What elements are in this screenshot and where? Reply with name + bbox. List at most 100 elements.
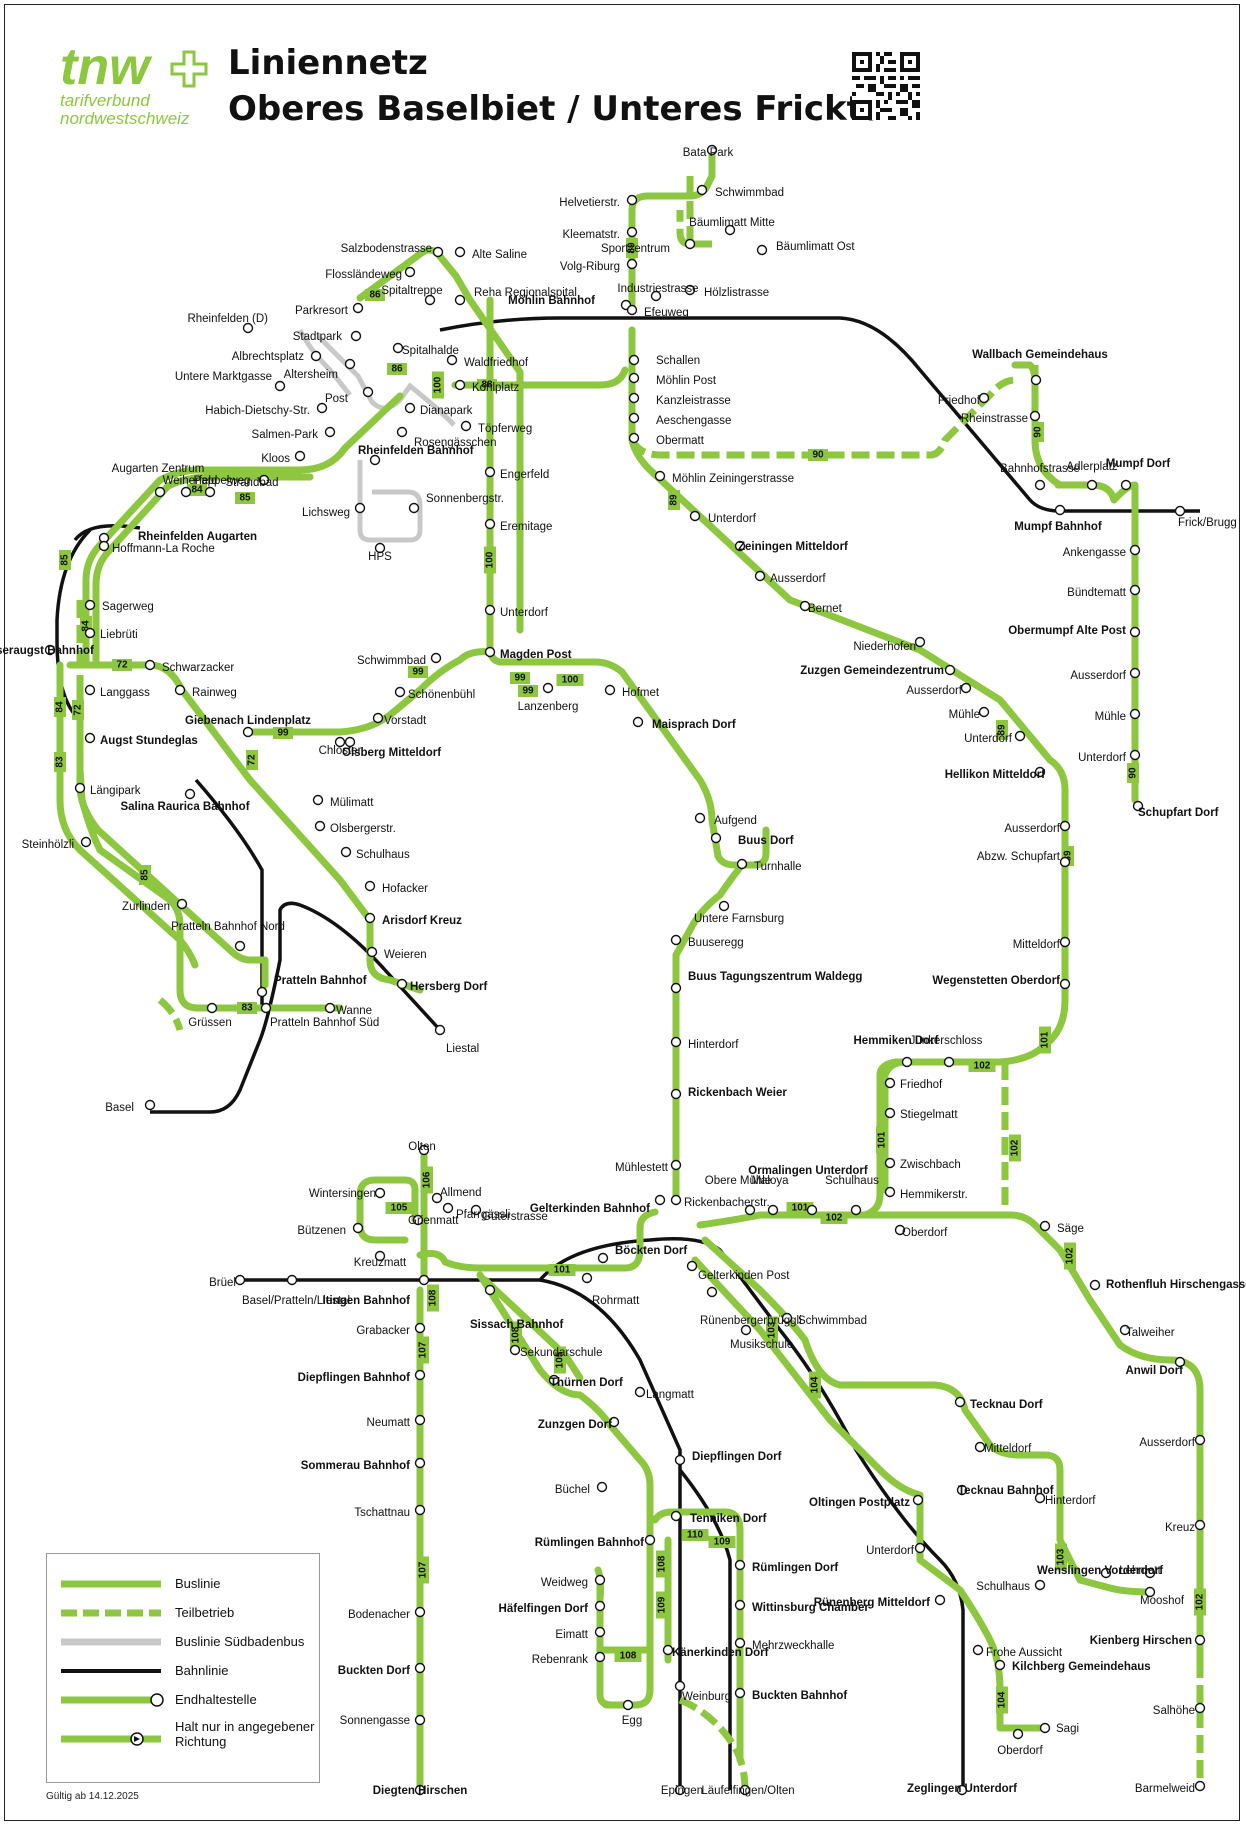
stop-label: Wittinsburg Chamber [752,1602,869,1614]
stop-label: Unterdorf [866,1545,915,1557]
stop-label: Lehmatt [1119,1565,1161,1577]
stop-label: Büchel [555,1484,590,1496]
stop-label: Wintersingen [309,1188,376,1200]
stop-label: Adlerplatz [1066,461,1117,473]
stop-marker [944,664,956,676]
stop-label: Pappelweg [194,475,251,487]
stop-marker [694,812,706,824]
line-number: 89 [997,724,1008,736]
stop-label: Tschattnau [354,1507,410,1519]
stop-marker [956,1784,968,1796]
badge-bg [187,484,207,496]
stop-label: Unterdorf [500,607,549,619]
stop-label: Weiherfeld [163,475,218,487]
stop-label: Hofacker [382,883,428,895]
stop-label: Mumpf Dorf [1106,458,1171,470]
stop-label: Liestal [446,1043,479,1055]
stop-label: Wallbach Gemeindehaus [972,349,1108,361]
line-number: 108 [511,1326,522,1343]
line-number: 109 [657,1596,668,1613]
line-number: 84 [191,485,203,496]
legend-label: Buslinie [175,1576,221,1591]
stop-label: Ausserdorf [906,685,962,697]
badge-bg [876,1126,888,1154]
line-number: 89 [627,242,638,254]
stop-marker [204,486,216,498]
stop-marker [548,1374,560,1386]
stop-label: Brüel [209,1277,236,1289]
line-number: 101 [554,1265,571,1276]
line-number: 84 [55,701,66,713]
stop-marker [369,454,381,466]
qr-code-icon[interactable] [852,52,920,120]
stop-marker [1129,544,1141,556]
stop-marker [670,1036,682,1048]
bus-line [628,326,1069,1194]
stop-label: Obermumpf Alte Post [1008,625,1126,637]
stop-marker [622,1699,634,1711]
stop-label: Unterdorf [1078,752,1127,764]
stop-label: Bündtematt [1067,587,1127,599]
stop-marker [594,1626,606,1638]
stop-label: Diepflingen Bahnhof [298,1372,411,1384]
line-number-badge: 103 [1055,1543,1067,1571]
stop-label: Mülimatt [330,797,374,809]
bus-line [861,1071,884,1219]
bus-line [486,296,770,869]
stop-label: Barmelweid [1135,1783,1195,1795]
stop-label: Ankengasse [1063,547,1126,559]
stop-label: Pratteln Bahnhof Süd [270,1017,379,1029]
stop-marker [960,682,972,694]
line-number-badge: 103 [766,1316,778,1344]
line-number: 108 [657,1555,668,1572]
stop-marker [974,1441,986,1453]
stop-marker [260,1002,272,1014]
line-number-badge: 83 [54,752,66,772]
stop-label: Augst Stundeglas [100,735,198,747]
stop-label: Häfelfingen Dorf [499,1603,589,1615]
line-number: 103 [767,1321,778,1338]
badge-bg [54,697,66,717]
stop-marker [176,898,188,910]
brand-mark: tnw [60,38,153,96]
bus-line [876,1058,989,1079]
stop-marker [144,659,156,671]
stop-marker [340,846,352,858]
badge-bg [996,1686,1008,1714]
stop-marker [744,1204,756,1216]
stop-marker [364,912,376,924]
stop-label: Allmend [440,1187,482,1199]
stop-marker [432,246,444,258]
stop-label: Ausserdorf [770,573,826,585]
stop-label: Spitaltreppe [381,285,442,297]
stop-marker [286,1274,298,1286]
badge-bg [417,1336,429,1364]
stop-label: Giebenach Lindenplatz [185,715,311,727]
stop-marker [1030,374,1042,386]
stop-label: Längipark [90,785,141,797]
stop-label: Weidweg [541,1577,588,1589]
stop-label: Rünenberg Mitteldorf [814,1597,930,1609]
title-line-2: Oberes Baselbiet / Unteres Fricktal [228,89,898,129]
stop-label: Hemmiken Dorf [854,1035,939,1047]
map-frame [4,4,1240,1821]
stop-marker [634,1386,646,1398]
line-number-badge: 72 [246,750,258,770]
stop-label: Bahnhofstrasse [1000,463,1080,475]
badge-bg [968,1060,996,1072]
stop-label: Gelterkinden Post [698,1270,790,1282]
stop-label: Ausserdorf [1139,1437,1195,1449]
stop-label: Sommerau Bahnhof [301,1460,410,1472]
stop-marker [626,226,638,238]
stop-marker [1039,1220,1051,1232]
stop-label: Vorstadt [384,715,427,727]
badge-bg [626,238,638,258]
stop-label: Sagerweg [102,601,154,613]
stop-marker [1144,1586,1156,1598]
line-number: 102 [974,1061,991,1072]
stop-label: Bernet [808,603,843,615]
stop-label: Rheinfelden Augarten [138,531,257,543]
stop-marker [414,1662,426,1674]
line-number: 103 [1056,1548,1067,1565]
